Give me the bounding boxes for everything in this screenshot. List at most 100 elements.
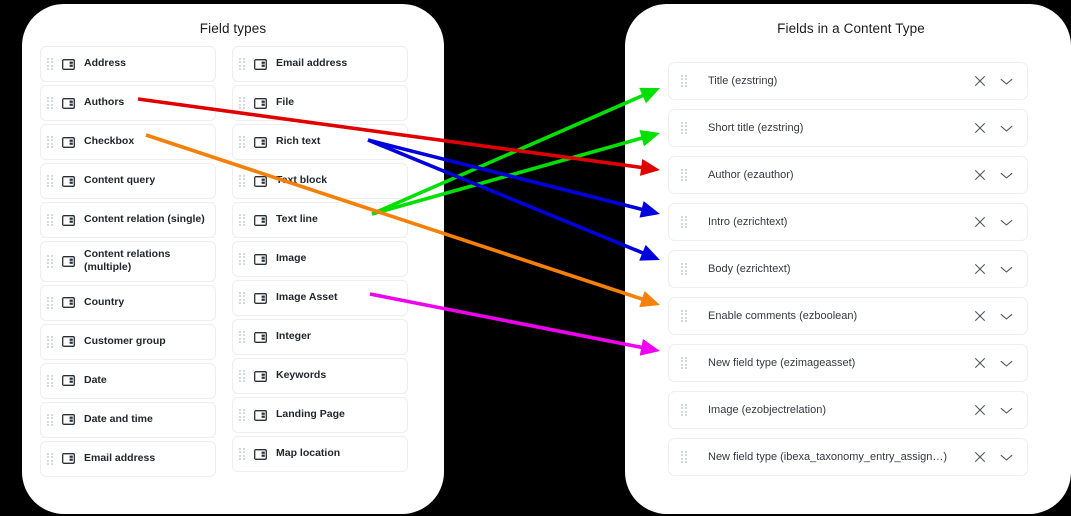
content-type-field-actions: [973, 74, 1013, 88]
field-type-item[interactable]: Landing Page: [232, 397, 408, 433]
field-type-item[interactable]: Rich text: [232, 124, 408, 160]
field-type-label: Integer: [276, 330, 312, 343]
field-type-item[interactable]: Email address: [232, 46, 408, 82]
drag-handle-icon[interactable]: [47, 97, 54, 110]
drag-handle-icon[interactable]: [681, 216, 688, 229]
content-type-field-item[interactable]: Enable comments (ezboolean): [668, 297, 1028, 335]
field-type-item[interactable]: Text block: [232, 163, 408, 199]
close-icon[interactable]: [973, 450, 987, 464]
field-type-item[interactable]: Checkbox: [40, 124, 216, 160]
drag-handle-icon[interactable]: [47, 255, 54, 268]
content-type-field-item[interactable]: Intro (ezrichtext): [668, 203, 1028, 241]
field-type-label: Map location: [276, 447, 341, 460]
drag-handle-icon[interactable]: [47, 413, 54, 427]
drag-handle-icon[interactable]: [681, 357, 688, 370]
field-type-item[interactable]: Text line: [232, 202, 408, 238]
content-type-field-label: Title (ezstring): [708, 75, 778, 87]
drag-handle-icon[interactable]: [239, 331, 246, 344]
drag-handle-icon[interactable]: [47, 175, 54, 188]
field-type-icon: [254, 409, 267, 421]
content-type-field-item[interactable]: Title (ezstring): [668, 62, 1028, 100]
close-icon[interactable]: [973, 262, 987, 276]
drag-handle-icon[interactable]: [681, 310, 688, 323]
drag-handle-icon[interactable]: [681, 169, 688, 182]
drag-handle-icon[interactable]: [47, 335, 54, 349]
field-type-item[interactable]: Map location: [232, 436, 408, 472]
content-type-field-item[interactable]: Image (ezobjectrelation): [668, 391, 1028, 429]
field-type-icon: [62, 336, 75, 348]
content-type-field-item[interactable]: Short title (ezstring): [668, 109, 1028, 147]
drag-handle-icon[interactable]: [681, 263, 688, 276]
field-type-item[interactable]: Address: [40, 46, 216, 82]
content-type-field-item[interactable]: New field type (ibexa_taxonomy_entry_ass…: [668, 438, 1028, 476]
field-type-icon: [254, 214, 267, 226]
content-type-field-item[interactable]: Body (ezrichtext): [668, 250, 1028, 288]
drag-handle-icon[interactable]: [681, 451, 688, 464]
drag-handle-icon[interactable]: [239, 136, 246, 149]
field-type-item[interactable]: Integer: [232, 319, 408, 355]
drag-handle-icon[interactable]: [681, 404, 688, 417]
field-type-item[interactable]: Date: [40, 362, 216, 399]
chevron-down-icon[interactable]: [999, 74, 1013, 88]
content-type-field-label: Enable comments (ezboolean): [708, 310, 858, 322]
field-type-label: Content query: [84, 174, 156, 187]
field-type-item[interactable]: Keywords: [232, 358, 408, 394]
content-type-field-actions: [973, 262, 1013, 276]
close-icon[interactable]: [973, 309, 987, 323]
drag-handle-icon[interactable]: [47, 136, 54, 149]
field-type-item[interactable]: Date and time: [40, 401, 216, 438]
chevron-down-icon[interactable]: [999, 121, 1013, 135]
chevron-down-icon[interactable]: [999, 168, 1013, 182]
close-icon[interactable]: [973, 356, 987, 370]
content-type-field-label: New field type (ezimageasset): [708, 357, 856, 369]
drag-handle-icon[interactable]: [239, 214, 246, 227]
drag-handle-icon[interactable]: [239, 58, 246, 71]
content-type-field-item[interactable]: Author (ezauthor): [668, 156, 1028, 194]
field-type-item[interactable]: Content relations (multiple): [40, 241, 216, 282]
close-icon[interactable]: [973, 403, 987, 417]
drag-handle-icon[interactable]: [681, 75, 688, 88]
close-icon[interactable]: [973, 74, 987, 88]
field-type-label: Content relations (multiple): [84, 248, 171, 274]
drag-handle-icon[interactable]: [239, 370, 246, 383]
close-icon[interactable]: [973, 121, 987, 135]
field-type-item[interactable]: Image Asset: [232, 280, 408, 316]
drag-handle-icon[interactable]: [47, 374, 54, 388]
content-type-field-item[interactable]: New field type (ezimageasset): [668, 344, 1028, 382]
field-type-icon: [254, 136, 267, 148]
chevron-down-icon[interactable]: [999, 450, 1013, 464]
close-icon[interactable]: [973, 215, 987, 229]
drag-handle-icon[interactable]: [239, 175, 246, 188]
field-type-label: Checkbox: [84, 135, 135, 148]
field-type-label: Authors: [84, 96, 125, 109]
drag-handle-icon[interactable]: [239, 97, 246, 110]
field-type-item[interactable]: Authors: [40, 85, 216, 121]
field-type-item[interactable]: Image: [232, 241, 408, 277]
drag-handle-icon[interactable]: [239, 292, 246, 305]
chevron-down-icon[interactable]: [999, 356, 1013, 370]
drag-handle-icon[interactable]: [47, 214, 54, 227]
field-type-icon: [254, 292, 267, 304]
drag-handle-icon[interactable]: [681, 122, 688, 135]
drag-handle-icon[interactable]: [239, 448, 246, 461]
drag-handle-icon[interactable]: [239, 253, 246, 266]
drag-handle-icon[interactable]: [47, 58, 54, 71]
drag-handle-icon[interactable]: [239, 409, 246, 422]
drag-handle-icon[interactable]: [47, 296, 54, 310]
chevron-down-icon[interactable]: [999, 403, 1013, 417]
close-icon[interactable]: [973, 168, 987, 182]
field-type-item[interactable]: Customer group: [40, 323, 216, 360]
field-type-item[interactable]: Content query: [40, 163, 216, 199]
content-type-field-label: New field type (ibexa_taxonomy_entry_ass…: [708, 451, 948, 463]
field-type-item[interactable]: File: [232, 85, 408, 121]
field-type-icon: [62, 136, 75, 148]
field-type-item[interactable]: Content relation (single): [40, 202, 216, 238]
chevron-down-icon[interactable]: [999, 215, 1013, 229]
chevron-down-icon[interactable]: [999, 309, 1013, 323]
field-type-item[interactable]: Country: [40, 284, 216, 321]
field-type-icon: [254, 253, 267, 265]
field-type-item[interactable]: Email address: [40, 440, 216, 477]
drag-handle-icon[interactable]: [47, 452, 54, 466]
chevron-down-icon[interactable]: [999, 262, 1013, 276]
